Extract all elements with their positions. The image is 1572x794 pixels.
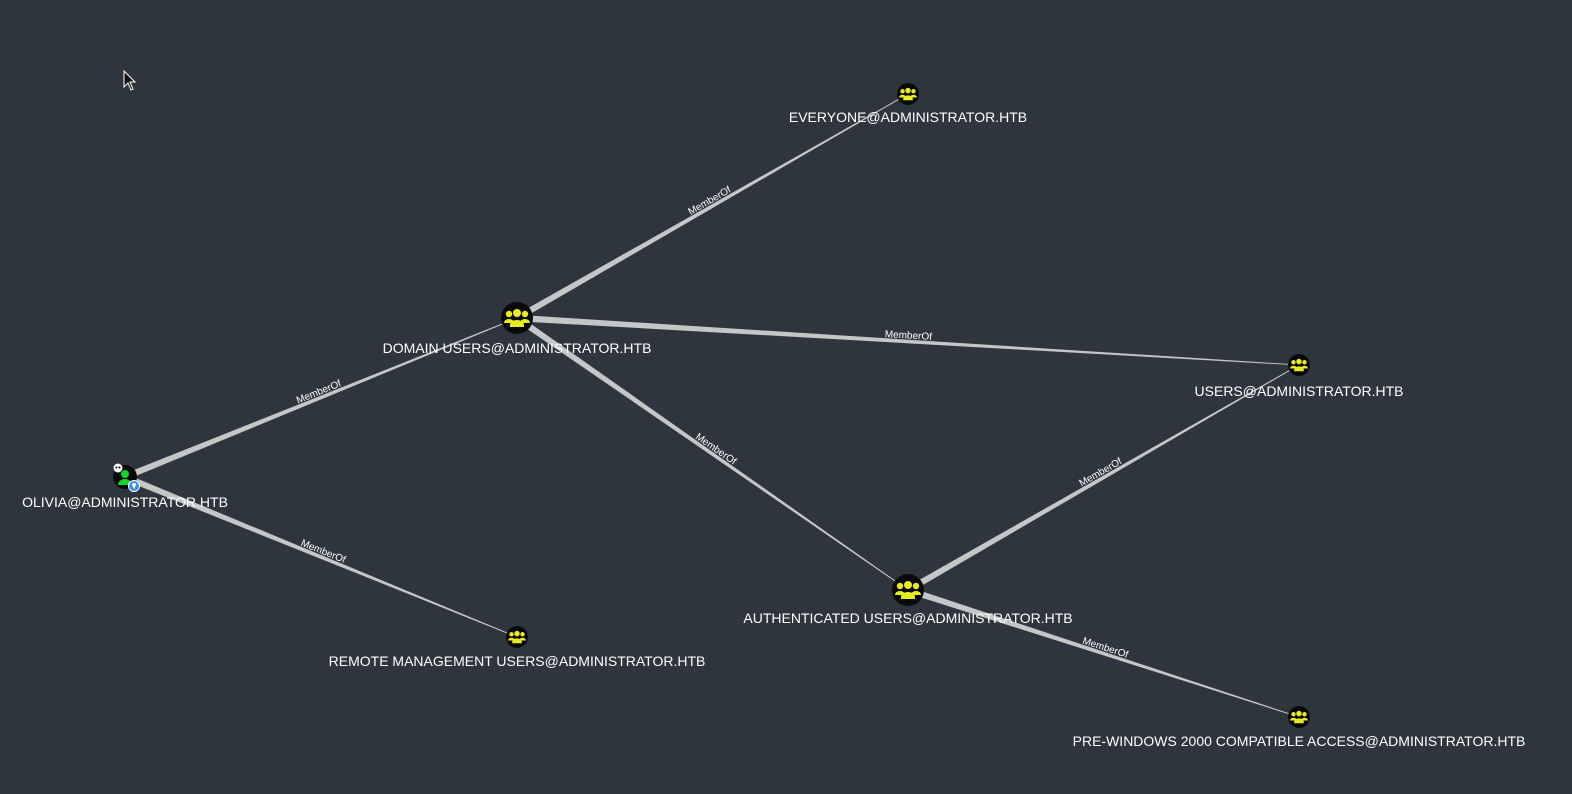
node-label: REMOTE MANAGEMENT USERS@ADMINISTRATOR.HT… xyxy=(329,653,706,669)
group-icon xyxy=(899,87,917,101)
location-pin-icon xyxy=(128,480,140,492)
edge-label: MemberOf xyxy=(693,431,738,467)
node-everyone[interactable]: EVERYONE@ADMINISTRATOR.HTB xyxy=(789,83,1027,125)
group-icon xyxy=(895,581,921,599)
edge-memberof[interactable]: MemberOf xyxy=(515,315,909,591)
owned-skull-icon xyxy=(113,463,123,473)
user-icon xyxy=(118,470,132,485)
node-label: USERS@ADMINISTRATOR.HTB xyxy=(1195,383,1404,399)
group-icon xyxy=(504,309,530,327)
edge-memberof[interactable]: MemberOf xyxy=(516,314,1300,366)
node-label: DOMAIN USERS@ADMINISTRATOR.HTB xyxy=(383,340,652,356)
node-label: EVERYONE@ADMINISTRATOR.HTB xyxy=(789,109,1027,125)
edge-memberof[interactable]: MemberOf xyxy=(515,93,909,321)
edge-label: MemberOf xyxy=(1078,456,1125,489)
edge-memberof[interactable]: MemberOf xyxy=(907,586,1300,718)
node-domain-users[interactable]: DOMAIN USERS@ADMINISTRATOR.HTB xyxy=(383,302,652,356)
node-remote-mgmt[interactable]: REMOTE MANAGEMENT USERS@ADMINISTRATOR.HT… xyxy=(329,626,706,669)
mouse-cursor-icon xyxy=(123,69,137,91)
group-icon xyxy=(1290,710,1308,724)
group-icon xyxy=(1290,358,1308,372)
node-olivia[interactable]: OLIVIA@ADMINISTRATOR.HTB xyxy=(22,463,228,511)
node-label: PRE-WINDOWS 2000 COMPATIBLE ACCESS@ADMIN… xyxy=(1073,733,1526,749)
node-label: OLIVIA@ADMINISTRATOR.HTB xyxy=(22,494,228,510)
edge-label: MemberOf xyxy=(687,185,734,218)
edge-label: MemberOf xyxy=(884,329,932,343)
edge-label: MemberOf xyxy=(1081,636,1130,661)
group-icon xyxy=(508,630,526,644)
node-users[interactable]: USERS@ADMINISTRATOR.HTB xyxy=(1195,354,1404,399)
node-label: AUTHENTICATED USERS@ADMINISTRATOR.HTB xyxy=(743,610,1072,626)
node-prewin2000[interactable]: PRE-WINDOWS 2000 COMPATIBLE ACCESS@ADMIN… xyxy=(1073,706,1526,749)
node-auth-users[interactable]: AUTHENTICATED USERS@ADMINISTRATOR.HTB xyxy=(743,574,1073,626)
